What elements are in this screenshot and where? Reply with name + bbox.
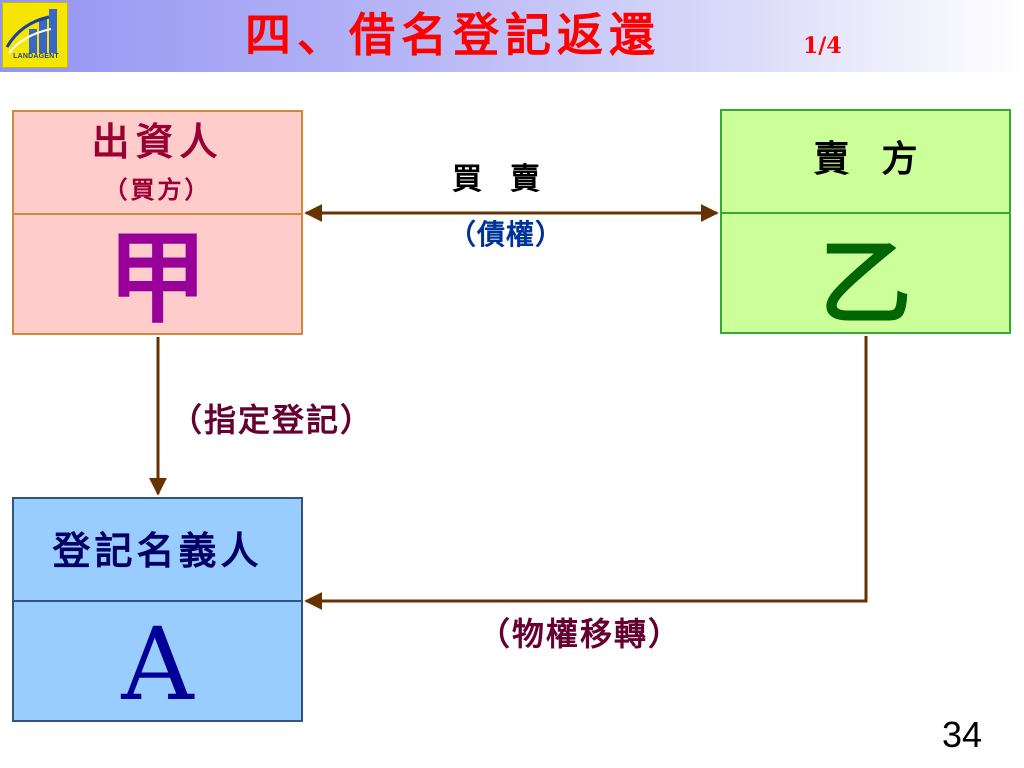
- funder-role: 出資人: [91, 119, 224, 164]
- trade-label: 買賣: [452, 162, 568, 197]
- nominee-divider: [14, 600, 301, 602]
- funder-box: 出資人 （買方） 甲: [12, 110, 303, 335]
- company-logo: LANDAGENT: [2, 2, 68, 68]
- nominee-box: 登記名義人 A: [12, 497, 303, 722]
- property-transfer-label: （物權移轉）: [478, 615, 683, 653]
- page-fraction: 1/4: [803, 33, 842, 59]
- seller-box: 賣方 乙: [720, 109, 1011, 337]
- logo-buildings-icon: [5, 9, 57, 54]
- nominee-role: 登記名義人: [52, 528, 263, 573]
- seller-divider: [722, 212, 1009, 214]
- designated-registration-label: （指定登記）: [170, 401, 375, 439]
- nominee-letter: A: [121, 606, 194, 723]
- transfer-arrow: [304, 336, 868, 610]
- slide-number: 34: [942, 714, 983, 755]
- claim-label: （債權）: [448, 218, 565, 251]
- funder-divider: [14, 213, 301, 215]
- funder-subrole: （買方）: [103, 175, 212, 204]
- seller-role: 賣方: [813, 138, 950, 180]
- slide-header: LANDAGENT 四、借名登記返還 1/4: [0, 0, 1024, 72]
- logo-text: LANDAGENT: [13, 53, 59, 60]
- funder-letter: 甲: [107, 219, 208, 337]
- slide-title: 四、借名登記返還: [245, 8, 661, 62]
- seller-letter: 乙: [819, 229, 912, 337]
